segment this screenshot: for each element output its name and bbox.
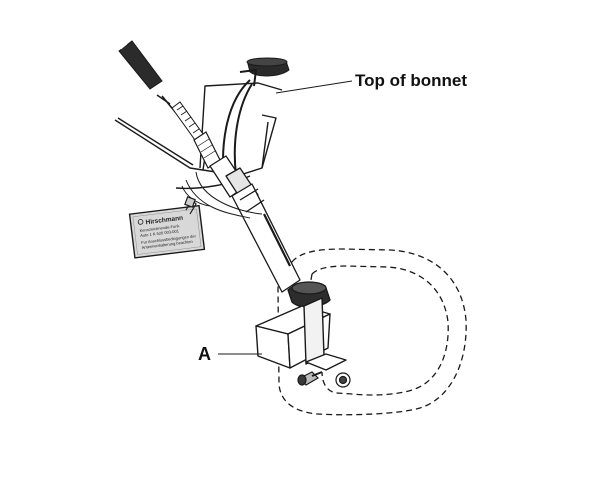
antenna-cap xyxy=(246,57,290,77)
dashed-mounting-outline xyxy=(277,248,467,416)
label-line-2: Auto 1 K 620 003-001 xyxy=(140,228,180,238)
label-line-1: Kennzeichnende-Funk xyxy=(139,223,179,233)
nut-icon xyxy=(335,372,351,388)
label-tie xyxy=(184,196,197,215)
top-of-bonnet-label: Top of bonnet xyxy=(355,71,467,90)
antenna-whip xyxy=(118,40,221,169)
hirschmann-label-card: Hirschmann Kennzeichnende-Funk Auto 1 K … xyxy=(128,204,206,259)
label-brand: Hirschmann xyxy=(145,215,183,227)
antenna-body xyxy=(209,155,331,308)
bonnet-leader-line xyxy=(275,80,353,94)
mounting-bracket xyxy=(255,297,347,371)
label-line-3: Fur Anschlussbedingungen der xyxy=(141,233,197,245)
part-a-label: A xyxy=(198,344,211,364)
label-line-4: Antennenhalterung beachten xyxy=(141,239,193,250)
bolt-icon xyxy=(297,371,323,386)
